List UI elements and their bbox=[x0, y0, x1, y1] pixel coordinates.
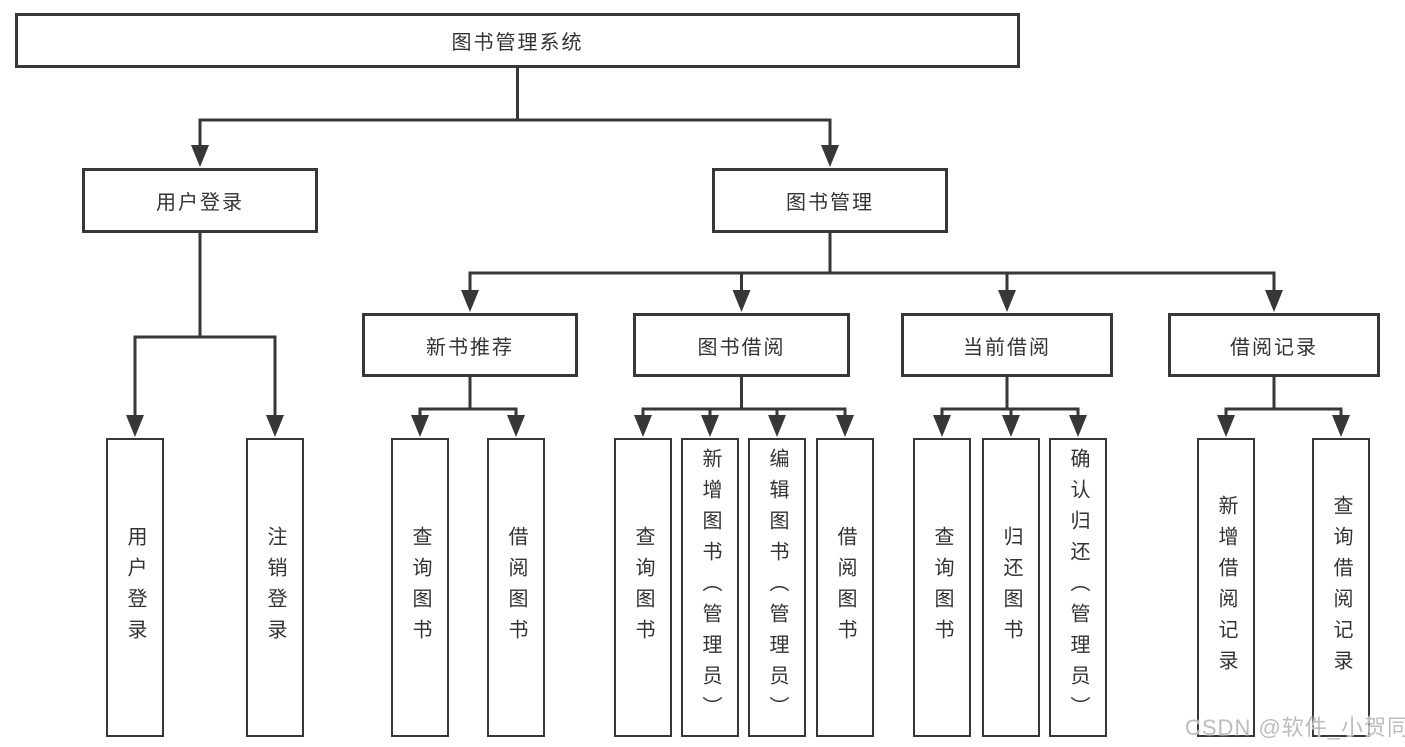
node-label: 新增借阅记录 bbox=[1215, 494, 1237, 681]
arrowhead-icon bbox=[933, 415, 951, 437]
arrowhead-icon bbox=[1069, 415, 1087, 437]
node-v-edit-book: 编辑图书（管理员） bbox=[748, 438, 806, 737]
node-root: 图书管理系统 bbox=[15, 13, 1020, 68]
node-v-borrow-book-1: 借阅图书 bbox=[487, 438, 545, 737]
node-v-logout: 注销登录 bbox=[246, 438, 304, 737]
arrowhead-icon bbox=[1332, 415, 1350, 437]
node-book-borrow: 图书借阅 bbox=[633, 313, 850, 377]
arrowhead-icon bbox=[191, 145, 209, 167]
node-borrow-records: 借阅记录 bbox=[1168, 313, 1380, 377]
node-label: 查询借阅记录 bbox=[1330, 494, 1352, 681]
watermark: CSDN @软件_小贺同学 bbox=[1185, 715, 1405, 740]
node-label: 借阅记录 bbox=[1230, 336, 1318, 359]
node-label: 新书推荐 bbox=[426, 336, 514, 359]
node-label: 当前借阅 bbox=[963, 336, 1051, 359]
node-label: 借阅图书 bbox=[505, 525, 527, 650]
node-v-user-login: 用户登录 bbox=[106, 438, 164, 737]
arrowhead-icon bbox=[507, 415, 525, 437]
node-label: 图书管理系统 bbox=[451, 32, 584, 54]
node-user-login: 用户登录 bbox=[82, 168, 318, 233]
node-label: 归还图书 bbox=[1000, 525, 1022, 650]
node-current-borrow: 当前借阅 bbox=[901, 313, 1113, 377]
node-v-borrow-book-2: 借阅图书 bbox=[816, 438, 874, 737]
arrowhead-icon bbox=[701, 415, 719, 437]
arrowhead-icon bbox=[1265, 290, 1283, 312]
node-v-add-book: 新增图书（管理员） bbox=[681, 438, 739, 737]
arrowhead-icon bbox=[1002, 415, 1020, 437]
arrowhead-icon bbox=[411, 415, 429, 437]
node-label: 编辑图书（管理员） bbox=[766, 448, 788, 727]
arrowhead-icon bbox=[126, 415, 144, 437]
arrowhead-icon bbox=[266, 415, 284, 437]
node-label: 查询图书 bbox=[632, 525, 654, 650]
node-label: 确认归还（管理员） bbox=[1067, 448, 1089, 727]
arrowhead-icon bbox=[768, 415, 786, 437]
node-new-book-rec: 新书推荐 bbox=[362, 313, 578, 377]
node-label: 图书管理 bbox=[786, 192, 874, 214]
node-v-query-book-3: 查询图书 bbox=[913, 438, 971, 737]
node-book-mgmt: 图书管理 bbox=[712, 168, 948, 233]
arrowhead-icon bbox=[998, 290, 1016, 312]
node-label: 新增图书（管理员） bbox=[699, 448, 721, 727]
node-label: 用户登录 bbox=[156, 192, 244, 214]
node-v-query-borrow-record: 查询借阅记录 bbox=[1312, 438, 1370, 737]
arrowhead-icon bbox=[1217, 415, 1235, 437]
node-v-query-book-1: 查询图书 bbox=[391, 438, 449, 737]
arrowhead-icon bbox=[836, 415, 854, 437]
node-v-confirm-return: 确认归还（管理员） bbox=[1049, 438, 1107, 737]
node-label: 借阅图书 bbox=[834, 525, 856, 650]
arrowhead-icon bbox=[461, 290, 479, 312]
node-label: 用户登录 bbox=[124, 525, 146, 650]
arrowhead-icon bbox=[634, 415, 652, 437]
node-v-query-book-2: 查询图书 bbox=[614, 438, 672, 737]
arrowhead-icon bbox=[821, 145, 839, 167]
node-label: 注销登录 bbox=[264, 525, 286, 650]
node-label: 查询图书 bbox=[409, 525, 431, 650]
node-label: 查询图书 bbox=[931, 525, 953, 650]
arrowhead-icon bbox=[732, 290, 751, 312]
node-label: 图书借阅 bbox=[697, 336, 786, 359]
node-v-return-book: 归还图书 bbox=[982, 438, 1040, 737]
node-v-add-borrow-record: 新增借阅记录 bbox=[1197, 438, 1255, 737]
